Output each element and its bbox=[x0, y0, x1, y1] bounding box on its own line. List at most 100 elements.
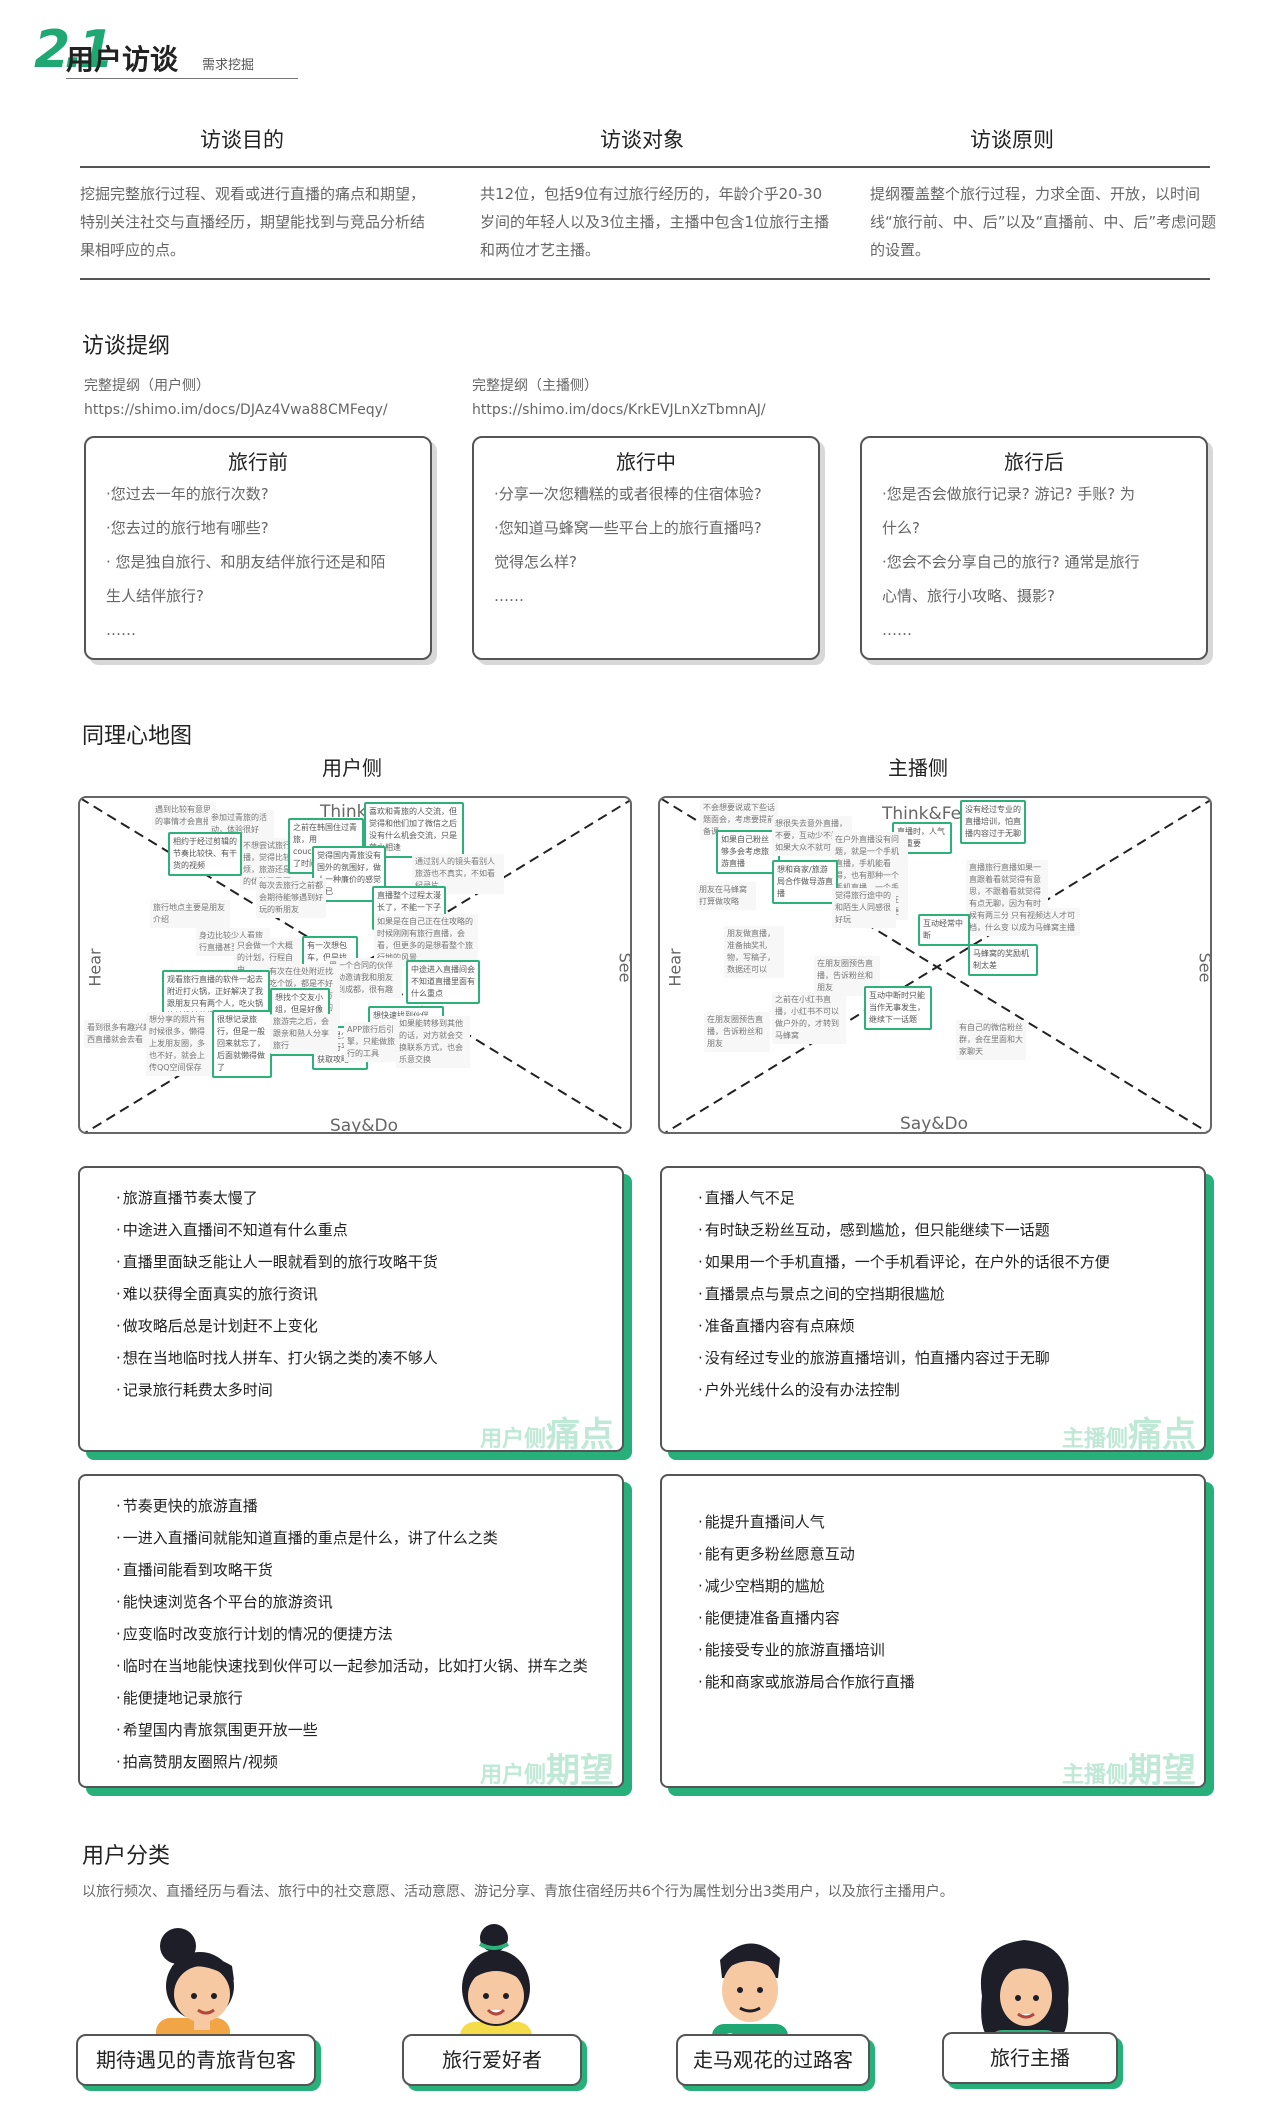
summary-item: 难以获得全面真实的旅行资讯 bbox=[116, 1278, 622, 1310]
summary-item: 有时缺乏粉丝互动，感到尴尬，但只能继续下一话题 bbox=[698, 1214, 1204, 1246]
sticky-note: 觉得旅行途中的和陌生人同感很好玩 bbox=[832, 888, 896, 928]
summary-item: 能有更多粉丝愿意互动 bbox=[698, 1538, 1204, 1570]
intro-bottom-divider bbox=[80, 278, 1210, 280]
sticky-note: 每次去旅行之前都会期待能够遇到好玩的新朋友 bbox=[256, 878, 326, 918]
sticky-note: 遇到比较有意思的事情才会直播 bbox=[152, 802, 216, 830]
summary-item: 直播间能看到攻略干货 bbox=[116, 1554, 622, 1586]
question-line: 觉得怎么样? bbox=[494, 553, 577, 571]
sticky-note: 没有经过专业的直播培训，怕直播内容过于无聊 bbox=[960, 800, 1026, 844]
question-card-body: ·您过去一年的旅行次数? ·您去过的旅行地有哪些? · 您是独自旅行、和朋友结伴… bbox=[86, 475, 430, 647]
summary-item: 准备直播内容有点麻烦 bbox=[698, 1310, 1204, 1342]
summary-item: 没有经过专业的旅游直播培训，怕直播内容过于无聊 bbox=[698, 1342, 1204, 1374]
target-text: 共12位，包括9位有过旅行经历的，年龄介乎20-30岁间的年轻人以及3位主播，主… bbox=[480, 185, 830, 259]
summary-item: 能和商家或旅游局合作旅行直播 bbox=[698, 1666, 1204, 1698]
sticky-note: 之前在小红书直播，小红书不可以做户外的，才转到马蜂窝 bbox=[772, 992, 846, 1044]
sticky-note: 朋友做直播，准备抽奖礼物，写稿子，数据还可以 bbox=[724, 926, 784, 978]
section-number: 2.1 bbox=[34, 20, 114, 80]
persona-title: 用户分类 bbox=[82, 1844, 171, 1869]
summary-item: 节奏更快的旅游直播 bbox=[116, 1490, 622, 1522]
user-pain-card: 旅游直播节奏太慢了中途进入直播间不知道有什么重点直播里面缺乏能让人一眼就看到的旅… bbox=[78, 1166, 624, 1452]
summary-item: 减少空档期的尴尬 bbox=[698, 1570, 1204, 1602]
principle-text: 提纲覆盖整个旅行过程，力求全面、开放，以时间线“旅行前、中、后”以及“直播前、中… bbox=[870, 185, 1217, 259]
summary-item: 应变临时改变旅行计划的情况的便捷方法 bbox=[116, 1618, 622, 1650]
question-card-title: 旅行前 bbox=[228, 450, 288, 474]
anchor-side-label: 主播侧 bbox=[888, 756, 948, 780]
persona-label-passerby: 走马观花的过路客 bbox=[676, 2034, 870, 2086]
user-hope-list: 节奏更快的旅游直播一进入直播间就能知道直播的重点是什么，讲了什么之类直播间能看到… bbox=[80, 1476, 622, 1778]
sticky-note: 想和商家/旅游局合作做导游直播 bbox=[772, 860, 838, 904]
question-card-after: 旅行后 ·您是否会做旅行记录? 游记? 手账? 为 什么? ·您会不会分享自己的… bbox=[860, 436, 1208, 660]
see-label: See bbox=[1195, 952, 1212, 983]
sticky-note: 旅行地点主要是朋友介绍 bbox=[150, 900, 230, 928]
user-hope-watermark: 用户侧期望 bbox=[479, 1751, 614, 1788]
sticky-note: 如果能转移到其他的话，对方就会交换联系方式，也会乐意交换 bbox=[396, 1016, 470, 1068]
anchor-pain-card: 直播人气不足有时缺乏粉丝互动，感到尴尬，但只能继续下一话题如果用一个手机直播，一… bbox=[660, 1166, 1206, 1452]
summary-item: 直播里面缺乏能让人一眼就看到的旅行攻略干货 bbox=[116, 1246, 622, 1278]
question-line: 生人结伴旅行? bbox=[106, 587, 204, 605]
user-empathy-map: Think&Feel Say&Do Hear See 遇到比较有意思的事情才会直… bbox=[78, 796, 632, 1134]
question-card-title: 旅行后 bbox=[1004, 450, 1064, 474]
question-line: …… bbox=[106, 621, 136, 639]
anchor-hope-list: 能提升直播间人气能有更多粉丝愿意互动减少空档期的尴尬能便捷准备直播内容能接受专业… bbox=[662, 1476, 1204, 1698]
summary-item: 直播人气不足 bbox=[698, 1182, 1204, 1214]
user-outline-label: 完整提纲（用户侧） bbox=[84, 378, 210, 394]
summary-item: 做攻略后总是计划赶不上变化 bbox=[116, 1310, 622, 1342]
summary-item: 能提升直播间人气 bbox=[698, 1506, 1204, 1538]
section-subtitle: 需求挖掘 bbox=[202, 58, 255, 73]
question-line: ·您会不会分享自己的旅行? 通常是旅行 bbox=[882, 553, 1140, 571]
question-card-body: ·您是否会做旅行记录? 游记? 手账? 为 什么? ·您会不会分享自己的旅行? … bbox=[862, 475, 1206, 647]
summary-item: 临时在当地能快速找到伙伴可以一起参加活动，比如打火锅、拼车之类 bbox=[116, 1650, 622, 1682]
anchor-outline-link[interactable]: https://shimo.im/docs/KrkEVJLnXzTbmnAJ/ bbox=[472, 402, 766, 418]
question-line: ·您是否会做旅行记录? 游记? 手账? 为 bbox=[882, 485, 1135, 503]
sticky-note: 如果是在自己正在住攻略的时候刚刚有旅行直播，会看，但更多的是想看整个旅行地的风景 bbox=[374, 914, 478, 966]
summary-item: 记录旅行耗费太多时间 bbox=[116, 1374, 622, 1406]
user-pain-watermark: 用户侧痛点 bbox=[479, 1415, 614, 1452]
question-line: 什么? bbox=[882, 519, 920, 537]
principle-heading: 访谈原则 bbox=[970, 128, 1054, 152]
question-line: …… bbox=[882, 621, 912, 639]
sticky-note: 在朋友圈预告直播，告诉粉丝和朋友 bbox=[704, 1012, 770, 1052]
think-feel-label: Think&Feel bbox=[882, 804, 977, 824]
sticky-note: 中途进入直播间会不知道直播里面有什么重点 bbox=[406, 960, 480, 1004]
summary-item: 如果用一个手机直播，一个手机看评论，在户外的话很不方便 bbox=[698, 1246, 1204, 1278]
travel-lover-avatar bbox=[460, 1924, 532, 2056]
purpose-heading: 访谈目的 bbox=[200, 128, 284, 152]
say-do-label: Say&Do bbox=[900, 1114, 969, 1134]
summary-item: 一进入直播间就能知道直播的重点是什么，讲了什么之类 bbox=[116, 1522, 622, 1554]
user-pain-list: 旅游直播节奏太慢了中途进入直播间不知道有什么重点直播里面缺乏能让人一眼就看到的旅… bbox=[80, 1168, 622, 1406]
sticky-note: 想分享的照片有时候很多，懒得上发朋友圈，多也不好，就会上传QQ空间保存 bbox=[146, 1012, 212, 1076]
section-underline bbox=[66, 78, 298, 79]
sticky-note: 很想记录旅行，但是一般回来就忘了，后面就懒得做了 bbox=[212, 1010, 272, 1078]
question-card-body: ·分享一次您糟糕的或者很棒的住宿体验? ·您知道马蜂窝一些平台上的旅行直播吗? … bbox=[474, 475, 818, 613]
question-line: ·您去过的旅行地有哪些? bbox=[106, 519, 269, 537]
persona-label-anchor: 旅行主播 bbox=[942, 2032, 1118, 2084]
question-line: 心情、旅行小攻略、摄影? bbox=[882, 587, 1055, 605]
summary-item: 拍高赞朋友圈照片/视频 bbox=[116, 1746, 622, 1778]
see-label: See bbox=[615, 952, 632, 983]
summary-item: 中途进入直播间不知道有什么重点 bbox=[116, 1214, 622, 1246]
sticky-note: 相约于经过剪辑的节奏比较快、有干货的视频 bbox=[168, 832, 242, 876]
user-hope-card: 节奏更快的旅游直播一进入直播间就能知道直播的重点是什么，讲了什么之类直播间能看到… bbox=[78, 1474, 624, 1788]
sticky-note: 互动经常中断 bbox=[918, 914, 970, 946]
user-outline-link[interactable]: https://shimo.im/docs/DJAz4Vwa88CMFeqy/ bbox=[84, 402, 388, 418]
hear-label: Hear bbox=[665, 948, 685, 987]
persona-description: 以旅行频次、直播经历与看法、旅行中的社交意愿、活动意愿、游记分享、青旅住宿经历共… bbox=[82, 1884, 954, 1900]
purpose-text: 挖掘完整旅行过程、观看或进行直播的痛点和期望，特别关注社交与直播经历，期望能找到… bbox=[80, 185, 426, 259]
summary-item: 旅游直播节奏太慢了 bbox=[116, 1182, 622, 1214]
question-line: ·您知道马蜂窝一些平台上的旅行直播吗? bbox=[494, 519, 762, 537]
quadrant-diagonals bbox=[660, 798, 1210, 1132]
user-side-label: 用户侧 bbox=[322, 756, 382, 780]
empathy-title: 同理心地图 bbox=[82, 724, 193, 749]
persona-label-travel-lover: 旅行爱好者 bbox=[402, 2034, 582, 2086]
question-card-before: 旅行前 ·您过去一年的旅行次数? ·您去过的旅行地有哪些? · 您是独自旅行、和… bbox=[84, 436, 432, 660]
say-do-label: Say&Do bbox=[330, 1116, 399, 1134]
summary-item: 能便捷地记录旅行 bbox=[116, 1682, 622, 1714]
outline-title: 访谈提纲 bbox=[82, 334, 171, 359]
question-line: ·您过去一年的旅行次数? bbox=[106, 485, 269, 503]
summary-item: 能快速浏览各个平台的旅游资讯 bbox=[116, 1586, 622, 1618]
sticky-note: 旅游完之后，会跟亲和熟人分享旅行 bbox=[270, 1014, 338, 1054]
sticky-note: APP旅行后引擎，只能做旅行的工具 bbox=[344, 1022, 400, 1062]
anchor-pain-watermark: 主播侧痛点 bbox=[1061, 1415, 1196, 1452]
anchor-hope-card: 能提升直播间人气能有更多粉丝愿意互动减少空档期的尴尬能便捷准备直播内容能接受专业… bbox=[660, 1474, 1206, 1788]
summary-item: 能接受专业的旅游直播培训 bbox=[698, 1634, 1204, 1666]
